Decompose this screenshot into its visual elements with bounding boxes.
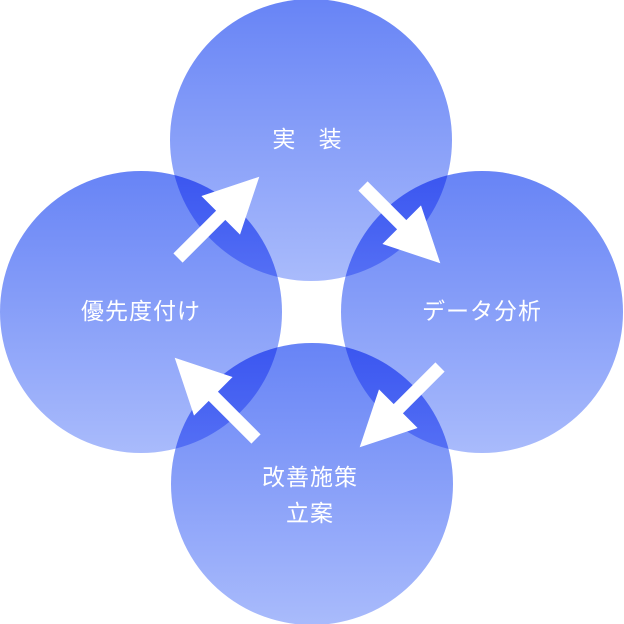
node-label-top: 実 装	[272, 127, 350, 153]
node-label-bottom: 改善施策 立案	[262, 460, 358, 532]
node-label-bottom-line1: 改善施策	[262, 465, 358, 491]
arrow-top-to-right	[358, 181, 441, 264]
node-label-bottom-line2: 立案	[286, 501, 334, 527]
node-label-right: データ分析	[422, 299, 542, 325]
arrows	[173, 176, 445, 448]
arrow-left-to-top	[173, 176, 260, 263]
arrow-bottom-to-left	[174, 357, 261, 444]
node-label-left: 優先度付け	[81, 299, 201, 325]
arrow-right-to-bottom	[359, 362, 445, 448]
